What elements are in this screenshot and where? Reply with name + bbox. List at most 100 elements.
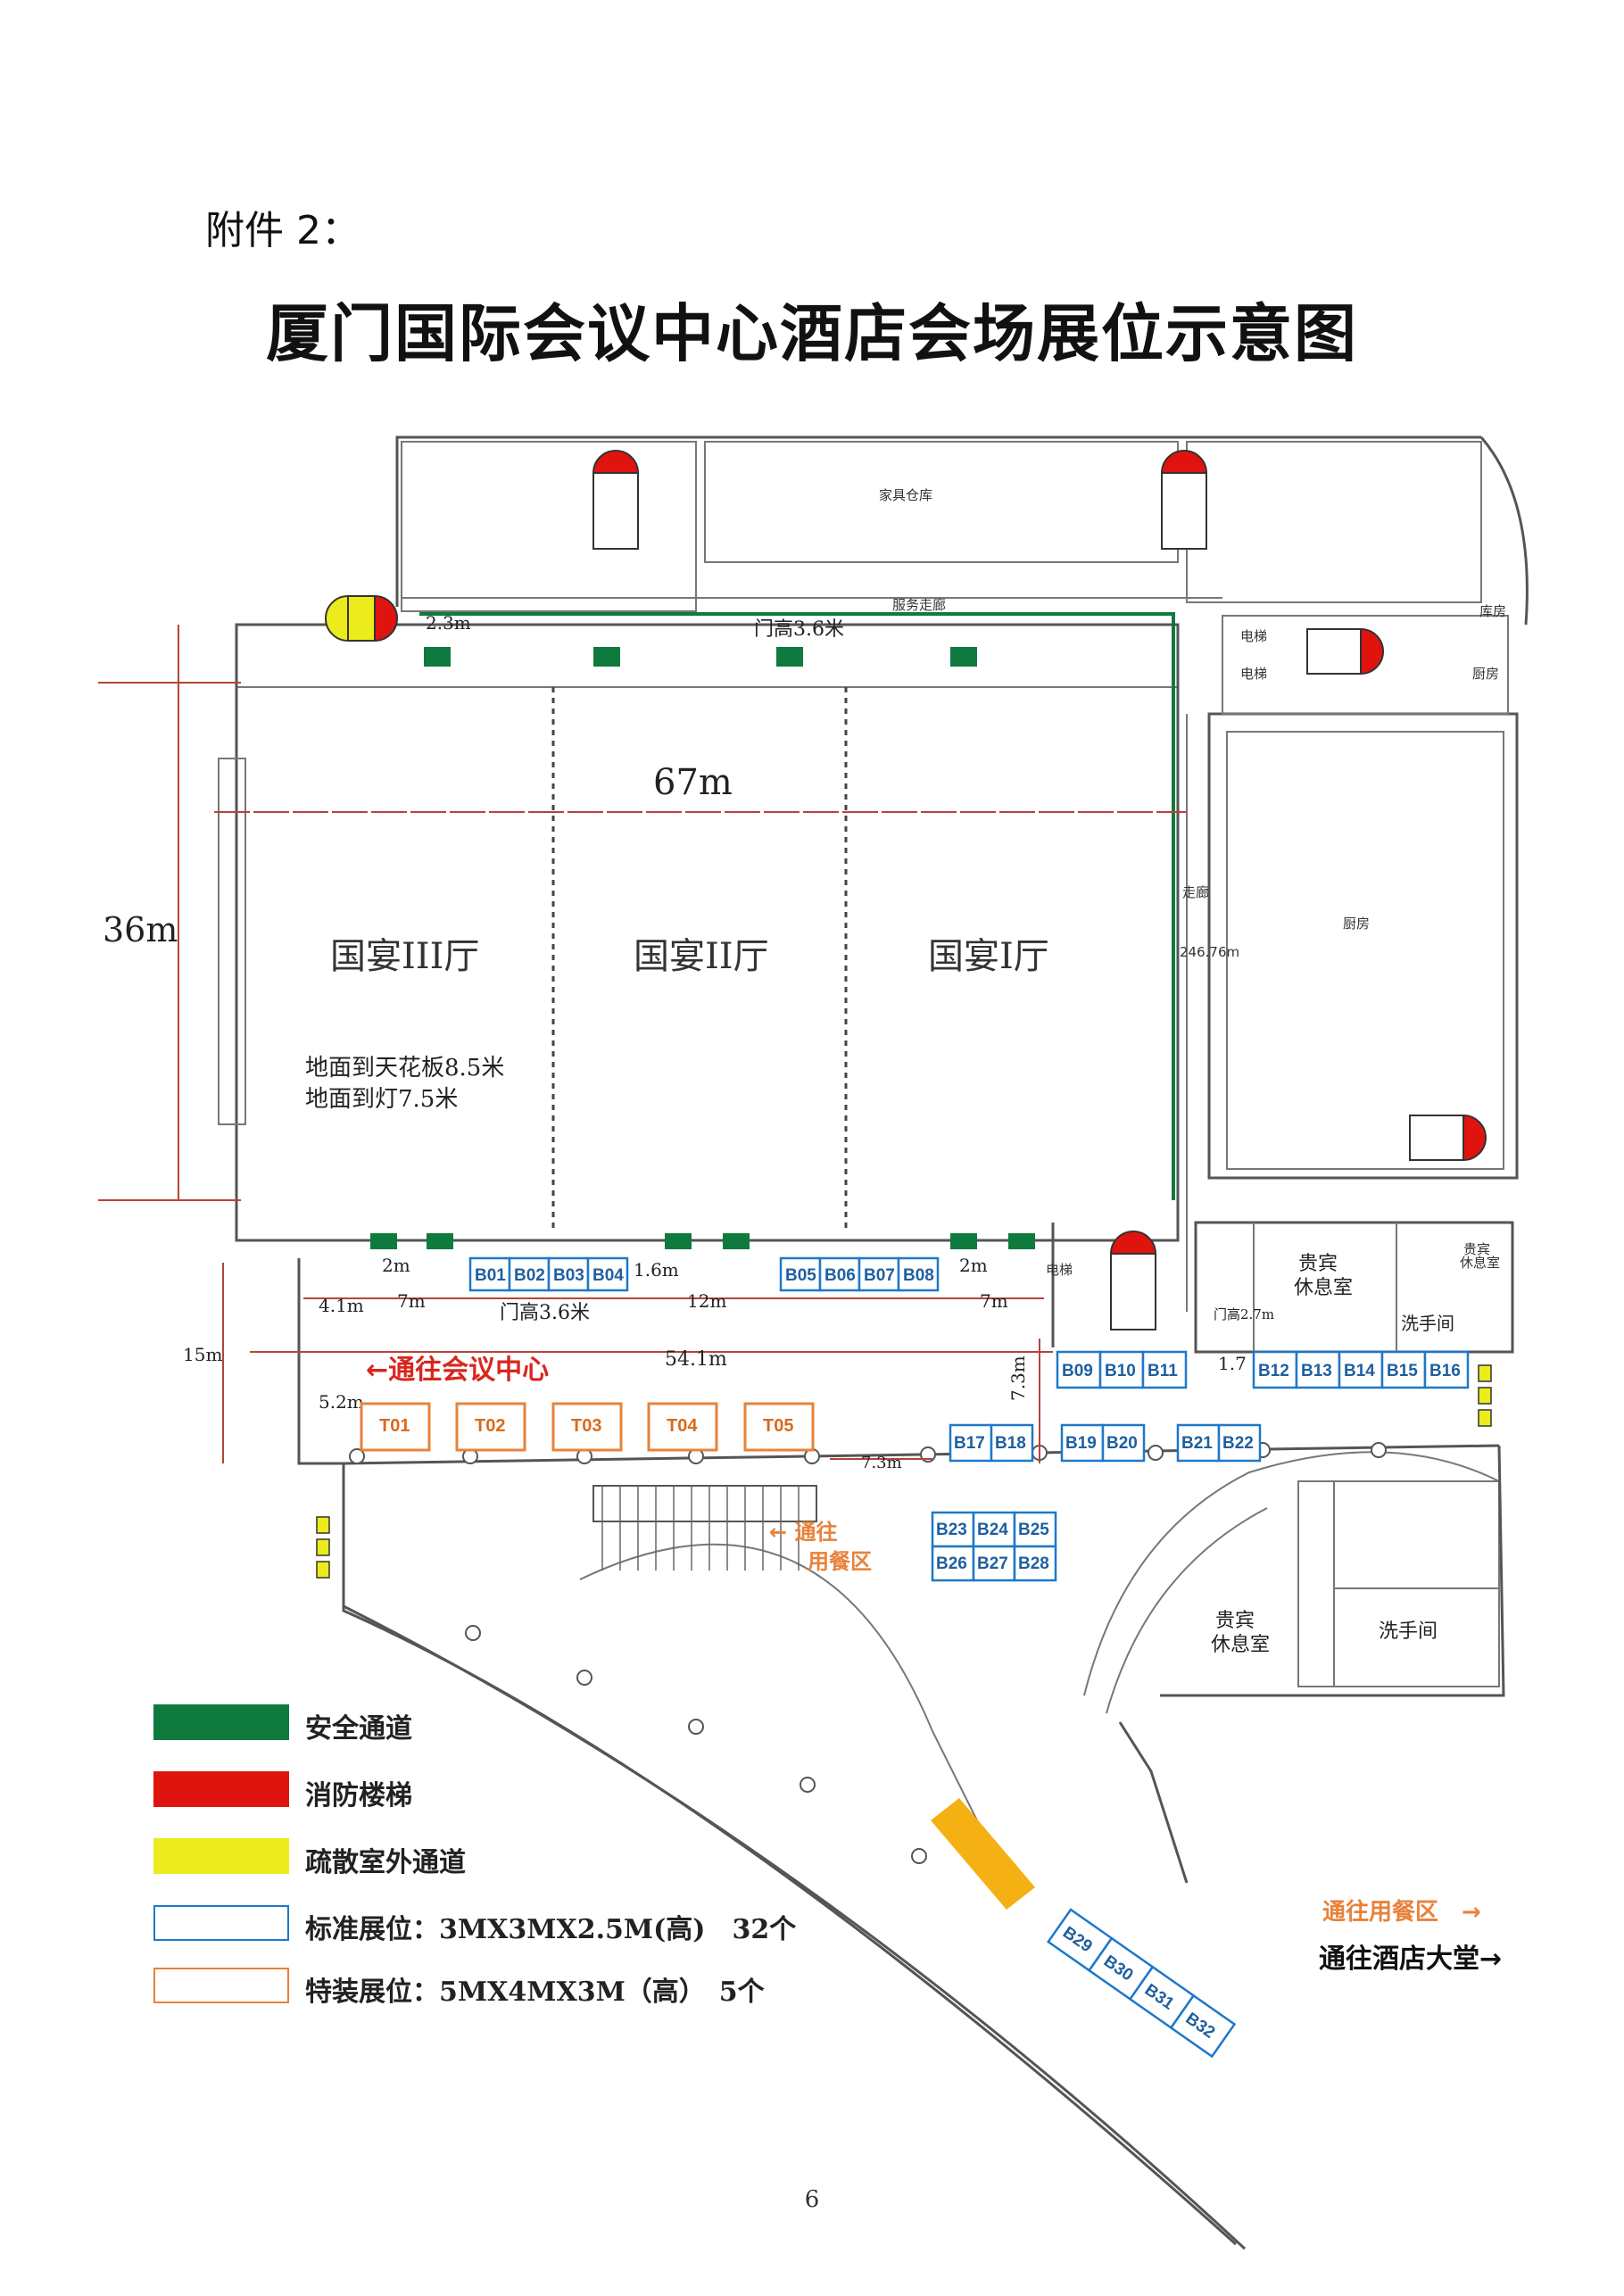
elevator-label-1: 电梯	[1240, 628, 1267, 644]
booth-label-b18: B18	[995, 1434, 1026, 1453]
page-title: 厦门国际会议中心酒店会场展位示意图	[266, 296, 1358, 370]
dim-7m-left: 7m	[397, 1290, 426, 1312]
svg-text:贵宾: 贵宾	[1463, 1241, 1490, 1257]
booth-b20[interactable]	[1101, 1423, 1146, 1463]
booth-t03[interactable]	[551, 1402, 623, 1452]
to-dining-right-label: 通往用餐区 →	[1322, 1899, 1481, 1926]
booth-label-b12: B12	[1258, 1362, 1289, 1380]
height-36-label: 36m	[103, 910, 178, 949]
page-number: 6	[804, 2186, 820, 2213]
booth-b26[interactable]	[931, 1545, 975, 1582]
elevator-label-3: 电梯	[1046, 1262, 1073, 1278]
to-conference-center-label: ←通往会议中心	[366, 1355, 550, 1386]
svg-text:休息室: 休息室	[1460, 1255, 1500, 1271]
legend-swatch-evacuation	[153, 1838, 289, 1874]
to-hotel-lobby-label: 通往酒店大堂→	[1319, 1944, 1503, 1975]
dim-4-1: 4.1m	[319, 1295, 364, 1316]
booth-label-b01: B01	[475, 1266, 506, 1285]
booth-b16[interactable]	[1423, 1350, 1470, 1389]
booth-t02[interactable]	[455, 1402, 526, 1452]
dimension-lines	[98, 625, 1187, 1463]
kitchen-label: 厨房	[1472, 666, 1499, 682]
legend-swatch-standard-booth	[153, 1905, 289, 1941]
vip-room-1: 贵宾 休息室	[1294, 1253, 1353, 1299]
special-booths: T01 T02 T03 T04 T05	[360, 1402, 815, 1452]
booths-diagonal: B29 B30 B31 B32	[1047, 1908, 1237, 2059]
booth-b27[interactable]	[972, 1545, 1016, 1582]
door-height-bottom-label: 门高3.6米	[500, 1302, 590, 1324]
to-dining-label-2: 用餐区	[808, 1549, 872, 1574]
dim-7-3-horizontal: 7.3m	[861, 1454, 902, 1472]
booth-b13[interactable]	[1295, 1350, 1341, 1389]
booth-t01[interactable]	[360, 1402, 431, 1452]
booth-label-b24: B24	[977, 1521, 1008, 1539]
elevator-label-2: 电梯	[1240, 666, 1267, 682]
booth-b32[interactable]	[1169, 1993, 1237, 2059]
light-height-label: 地面到灯7.5米	[305, 1086, 458, 1113]
booth-b08[interactable]	[897, 1256, 940, 1292]
booth-b14[interactable]	[1338, 1350, 1384, 1389]
booth-b21[interactable]	[1176, 1423, 1221, 1463]
booth-b17[interactable]	[949, 1423, 993, 1463]
to-dining-label-1: ← 通往	[769, 1520, 838, 1545]
dim-2m-left: 2m	[382, 1255, 410, 1276]
booth-b04[interactable]	[586, 1256, 629, 1292]
booth-label-b15: B15	[1387, 1362, 1418, 1380]
legend-swatch-safety	[153, 1704, 289, 1740]
booth-b03[interactable]	[547, 1256, 590, 1292]
booth-t05[interactable]	[743, 1402, 815, 1452]
washroom-label-1: 洗手间	[1401, 1313, 1454, 1334]
hall-3-label: 国宴III厅	[330, 936, 479, 977]
legend-label-special-booth: 特装展位：5MX4MX3M（高） 5个	[305, 1977, 765, 2008]
corridor-label: 走廊	[1182, 884, 1209, 900]
booth-label-b08: B08	[903, 1266, 934, 1285]
booth-b11[interactable]	[1141, 1350, 1188, 1389]
booth-label-t01: T01	[379, 1416, 410, 1436]
dim-7-3-vertical: 7.3m	[1007, 1355, 1029, 1401]
building-walls	[218, 435, 1529, 2250]
booths-row-3: B17 B18 B19 B20 B21 B22	[949, 1423, 1262, 1463]
booth-label-b16: B16	[1429, 1362, 1461, 1380]
dim-246: 246.76m	[1180, 944, 1239, 960]
booth-b15[interactable]	[1380, 1350, 1427, 1389]
booth-label-b03: B03	[553, 1266, 584, 1285]
booth-label-b21: B21	[1181, 1434, 1213, 1453]
booth-label-b28: B28	[1018, 1554, 1049, 1573]
booth-label-b14: B14	[1344, 1362, 1375, 1380]
legend-label-safety: 安全通道	[305, 1713, 412, 1745]
booths-block: B23 B24 B25 B26 B27 B28	[931, 1511, 1057, 1582]
dim-1-7: 1.7	[1218, 1353, 1247, 1374]
safety-corridor	[370, 612, 1175, 1249]
booth-b23[interactable]	[931, 1511, 975, 1548]
booth-b09[interactable]	[1056, 1350, 1102, 1389]
vip-room-small: 贵宾 休息室	[1460, 1241, 1500, 1271]
dim-2m-right: 2m	[959, 1255, 988, 1276]
booth-b18[interactable]	[990, 1423, 1034, 1463]
booth-b12[interactable]	[1252, 1350, 1298, 1389]
booth-b28[interactable]	[1013, 1545, 1057, 1582]
booth-b24[interactable]	[972, 1511, 1016, 1548]
booth-b05[interactable]	[779, 1256, 822, 1292]
booth-b22[interactable]	[1217, 1423, 1262, 1463]
dim-54-1: 54.1m	[665, 1348, 727, 1371]
booth-label-b17: B17	[954, 1434, 985, 1453]
furniture-storage-label: 家具仓库	[879, 487, 932, 503]
booth-t04[interactable]	[647, 1402, 718, 1452]
storage-label: 库房	[1479, 603, 1506, 619]
booth-label-b07: B07	[864, 1266, 895, 1285]
dim-1-6: 1.6m	[634, 1259, 679, 1281]
booth-b19[interactable]	[1060, 1423, 1105, 1463]
booth-label-t05: T05	[763, 1416, 793, 1436]
booths-top-row: B01 B02 B03 B04 B05 B06 B07 B08	[468, 1256, 940, 1292]
booth-label-b04: B04	[592, 1266, 624, 1285]
width-67-label: 67m	[653, 762, 733, 803]
vip-room-2: 贵宾 休息室	[1211, 1610, 1270, 1656]
door-height-top-label: 门高3.6米	[754, 618, 844, 641]
booth-label-b22: B22	[1222, 1434, 1254, 1453]
legend-label-standard-booth: 标准展位：3MX3MX2.5M(高) 32个	[305, 1914, 797, 1945]
dim-5-2: 5.2m	[319, 1391, 364, 1413]
hall-1-label: 国宴I厅	[928, 936, 1049, 977]
washroom-label-2: 洗手间	[1379, 1620, 1438, 1643]
booth-label-b09: B09	[1062, 1362, 1093, 1380]
